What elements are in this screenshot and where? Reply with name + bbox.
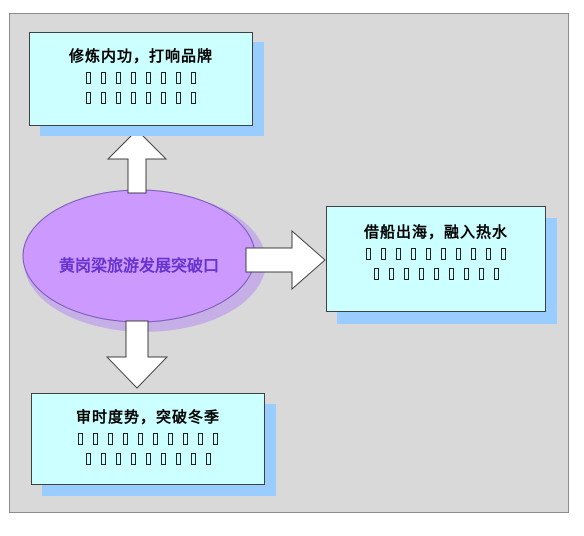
missing-glyph-icon	[146, 72, 151, 84]
missing-glyph-icon	[116, 72, 121, 84]
missing-glyph-icon	[183, 433, 188, 445]
top-box: 修炼内功，打响品牌	[29, 32, 253, 126]
missing-glyph-icon	[100, 453, 106, 465]
bottom-box-title: 审时度势，突破冬季	[75, 408, 220, 426]
missing-glyph-icon	[456, 248, 461, 260]
missing-glyph-icon	[123, 433, 128, 445]
missing-glyph-icon	[145, 453, 151, 465]
missing-glyph-icon	[493, 268, 499, 280]
missing-glyph-icon	[478, 268, 484, 280]
missing-glyph-icon	[115, 453, 121, 465]
missing-glyph-icon	[381, 248, 386, 260]
top-box-line-2	[30, 92, 252, 106]
missing-glyph-icon	[78, 433, 83, 445]
missing-glyph-icon	[86, 72, 91, 84]
arrow-right	[245, 229, 326, 291]
missing-glyph-icon	[426, 248, 431, 260]
bottom-box: 审时度势，突破冬季	[31, 393, 265, 485]
missing-glyph-icon	[131, 92, 136, 104]
missing-glyph-icon	[403, 268, 409, 280]
missing-glyph-icon	[486, 248, 491, 260]
missing-glyph-icon	[191, 72, 196, 84]
missing-glyph-icon	[130, 453, 136, 465]
top-box-title: 修炼内功，打响品牌	[68, 47, 213, 65]
missing-glyph-icon	[396, 248, 401, 260]
missing-glyph-icon	[85, 453, 91, 465]
missing-glyph-icon	[205, 453, 211, 465]
missing-glyph-icon	[161, 92, 166, 104]
right-box-line-1	[327, 248, 545, 262]
missing-glyph-icon	[388, 268, 394, 280]
missing-glyph-icon	[448, 268, 454, 280]
bottom-box-line-2	[32, 453, 264, 467]
missing-glyph-icon	[160, 453, 166, 465]
missing-glyph-icon	[471, 248, 476, 260]
missing-glyph-icon	[161, 72, 166, 84]
missing-glyph-icon	[198, 433, 203, 445]
missing-glyph-icon	[366, 248, 371, 260]
missing-glyph-icon	[101, 92, 106, 104]
missing-glyph-icon	[176, 92, 181, 104]
center-label: 黄岗梁旅游发展突破口	[58, 256, 219, 275]
right-box-title: 借船出海，融入热水	[363, 223, 508, 241]
missing-glyph-icon	[373, 268, 379, 280]
missing-glyph-icon	[153, 433, 158, 445]
missing-glyph-icon	[116, 92, 121, 104]
missing-glyph-icon	[418, 268, 424, 280]
missing-glyph-icon	[168, 433, 173, 445]
missing-glyph-icon	[213, 433, 218, 445]
missing-glyph-icon	[411, 248, 416, 260]
missing-glyph-icon	[108, 433, 113, 445]
missing-glyph-icon	[101, 72, 106, 84]
missing-glyph-icon	[463, 268, 469, 280]
missing-glyph-icon	[93, 433, 98, 445]
missing-glyph-icon	[146, 92, 151, 104]
missing-glyph-icon	[175, 453, 181, 465]
missing-glyph-icon	[501, 248, 506, 260]
bottom-box-line-1	[32, 433, 264, 447]
missing-glyph-icon	[191, 92, 196, 104]
missing-glyph-icon	[131, 72, 136, 84]
missing-glyph-icon	[433, 268, 439, 280]
missing-glyph-icon	[138, 433, 143, 445]
arrow-up	[106, 129, 168, 194]
top-box-line-1	[30, 72, 252, 86]
right-box-line-2	[327, 268, 545, 282]
right-box: 借船出海，融入热水	[326, 206, 546, 312]
missing-glyph-icon	[441, 248, 446, 260]
arrow-down	[105, 320, 169, 389]
missing-glyph-icon	[176, 72, 181, 84]
missing-glyph-icon	[190, 453, 196, 465]
missing-glyph-icon	[86, 92, 91, 104]
